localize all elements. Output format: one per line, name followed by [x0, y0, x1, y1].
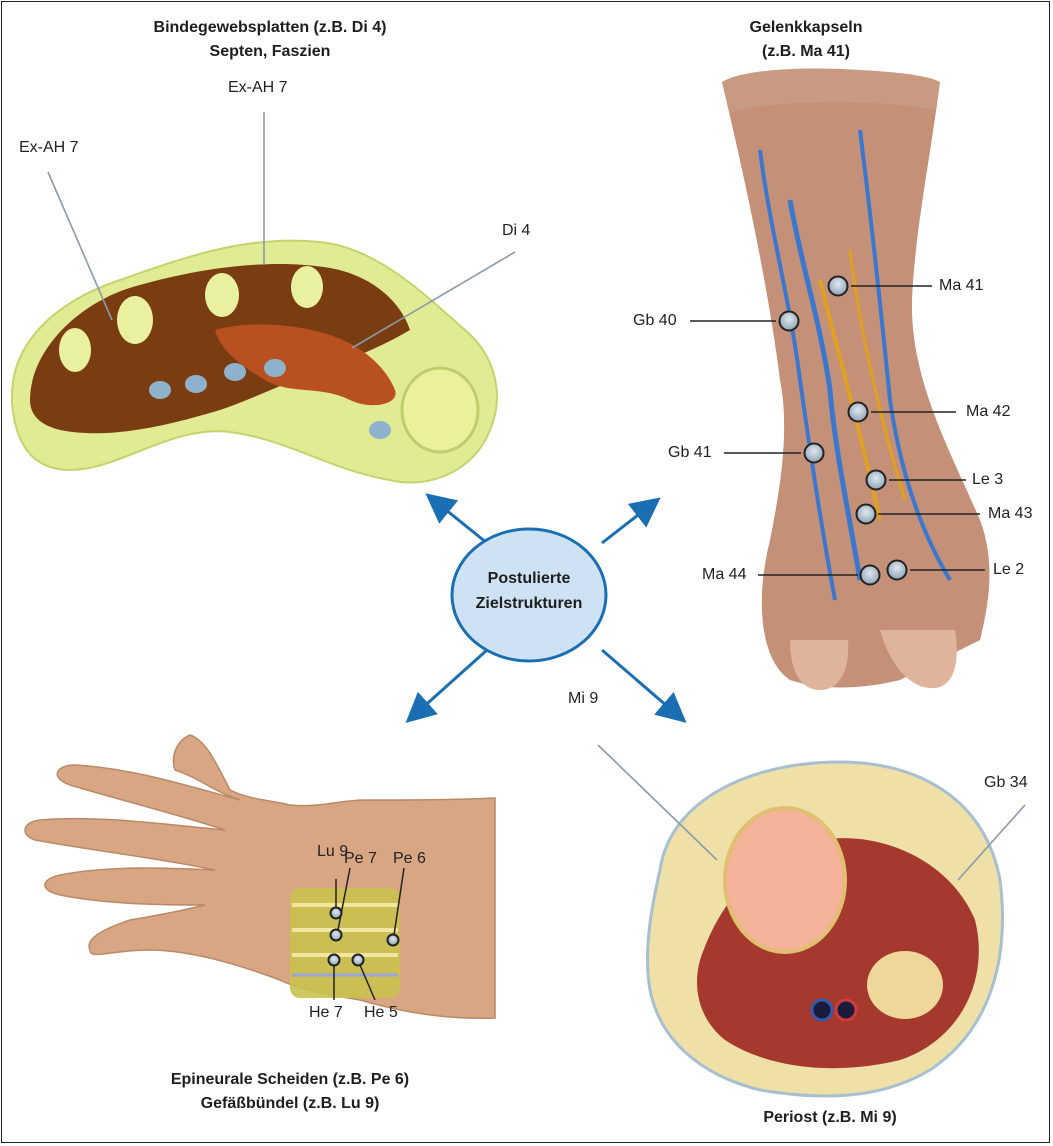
label-mi9: Mi 9 — [568, 690, 598, 708]
point-le3 — [867, 471, 886, 490]
label-di4: Di 4 — [502, 222, 530, 240]
knee-cross-section-image — [598, 745, 1025, 1096]
foot-dissection-image — [690, 69, 989, 691]
point-lu9 — [331, 908, 342, 919]
bone-2 — [117, 296, 153, 344]
point-he5 — [353, 955, 364, 966]
hand-silhouette — [25, 735, 495, 1018]
caption-top-left: Bindegewebsplatten (z.B. Di 4) Septen, F… — [90, 16, 450, 64]
label-exah7-left: Ex-AH 7 — [19, 139, 79, 157]
center-label-line2: Zielstrukturen — [434, 591, 624, 616]
label-ma44: Ma 44 — [702, 566, 746, 584]
caption-bottom-right: Periost (z.B. Mi 9) — [720, 1106, 940, 1130]
bone-5 — [402, 368, 478, 452]
bone-3 — [205, 273, 239, 317]
bone-1 — [59, 328, 91, 372]
caption-top-right-line1: Gelenkkapseln — [696, 16, 916, 40]
label-pe6: Pe 6 — [393, 850, 426, 868]
label-le3: Le 3 — [972, 471, 1003, 489]
point-le2 — [888, 561, 907, 580]
fibula-section — [867, 951, 943, 1019]
caption-top-right: Gelenkkapseln (z.B. Ma 41) — [696, 16, 916, 64]
point-ma44 — [861, 566, 880, 585]
point-pe6 — [388, 935, 399, 946]
label-gb34: Gb 34 — [984, 774, 1028, 792]
caption-bottom-left-line1: Epineurale Scheiden (z.B. Pe 6) — [110, 1068, 470, 1092]
label-gb40: Gb 40 — [633, 312, 677, 330]
label-ma42: Ma 42 — [966, 403, 1010, 421]
label-gb41: Gb 41 — [668, 444, 712, 462]
center-label-line1: Postulierte — [434, 566, 624, 591]
arrow-top-right — [602, 501, 656, 543]
label-exah7-top: Ex-AH 7 — [228, 79, 288, 97]
caption-bottom-right-line1: Periost (z.B. Mi 9) — [720, 1106, 940, 1130]
point-gb41 — [805, 444, 824, 463]
point-ma43 — [857, 505, 876, 524]
arrow-top-left — [430, 497, 487, 543]
wrist-dissection-image — [25, 735, 495, 1018]
arrow-bottom-left — [410, 650, 487, 719]
vessel-1 — [149, 381, 171, 399]
hand-cross-section-image — [12, 112, 515, 483]
point-ma41 — [829, 277, 848, 296]
bone-4 — [291, 266, 323, 308]
point-he7 — [329, 955, 340, 966]
femur-section — [725, 808, 845, 952]
vessel-4 — [264, 359, 286, 377]
label-he5: He 5 — [364, 1004, 398, 1022]
label-le2: Le 2 — [993, 561, 1024, 579]
vessel-2 — [185, 375, 207, 393]
point-ma42 — [849, 403, 868, 422]
label-pe7: Pe 7 — [344, 850, 377, 868]
label-ma41: Ma 41 — [939, 277, 983, 295]
caption-bottom-left-line2: Gefäßbündel (z.B. Lu 9) — [110, 1092, 470, 1116]
caption-top-left-line2: Septen, Faszien — [90, 40, 450, 64]
artery-section — [836, 1000, 856, 1020]
caption-top-left-line1: Bindegewebsplatten (z.B. Di 4) — [90, 16, 450, 40]
caption-bottom-left: Epineurale Scheiden (z.B. Pe 6) Gefäßbün… — [110, 1068, 470, 1116]
caption-top-right-line2: (z.B. Ma 41) — [696, 40, 916, 64]
arrow-bottom-right — [602, 650, 682, 719]
center-label: Postulierte Zielstrukturen — [434, 566, 624, 616]
vessel-5 — [369, 421, 391, 439]
label-ma43: Ma 43 — [988, 505, 1032, 523]
vessel-3 — [224, 363, 246, 381]
point-pe7 — [331, 930, 342, 941]
point-gb40 — [780, 312, 799, 331]
vein-section — [812, 1000, 832, 1020]
label-he7: He 7 — [309, 1004, 343, 1022]
